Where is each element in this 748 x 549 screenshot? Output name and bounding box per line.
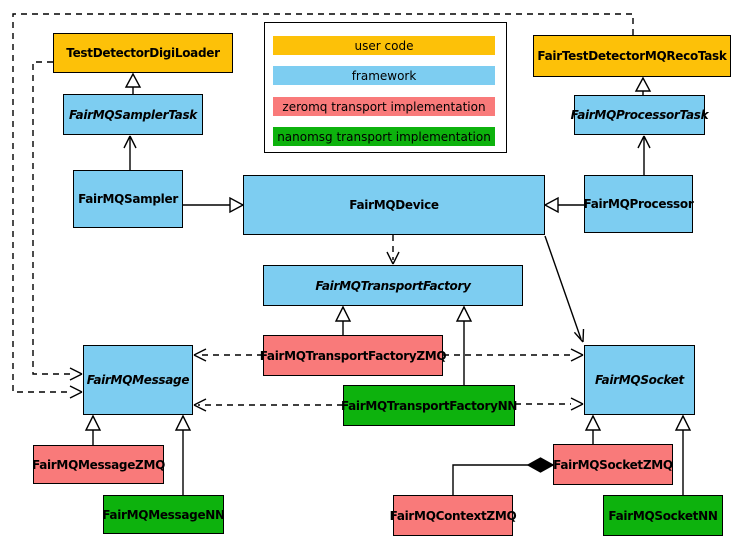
node-fairmqmessage: FairMQMessage xyxy=(83,345,193,415)
edge-recotask-to-message-dependency xyxy=(12,13,634,399)
edge-tfzmq-to-message-dependency xyxy=(193,348,263,362)
edge-tfnn-transportfactory-generalization xyxy=(455,305,473,385)
node-fairmqmessagezmq: FairMQMessageZMQ xyxy=(32,445,165,484)
node-fairmqtransportfactorynn: FairMQTransportFactoryNN xyxy=(341,385,517,426)
edge-socketnn-socket-generalization xyxy=(674,414,692,495)
edge-tfzmq-to-socket-dependency xyxy=(443,348,584,362)
edge-sampler-device-generalization xyxy=(183,196,245,214)
legend: user code framework zeromq transport imp… xyxy=(264,22,507,153)
node-fairmqsocketzmq: FairMQSocketZMQ xyxy=(553,444,673,485)
edge-tfzmq-transportfactory-generalization xyxy=(334,305,352,335)
edge-messagezmq-message-generalization xyxy=(84,414,102,445)
node-fairmqprocessortask: FairMQProcessorTask xyxy=(571,95,709,135)
edge-digiloader-to-message-dependency xyxy=(32,61,83,381)
legend-item-nanomsg: nanomsg transport implementation xyxy=(273,127,495,146)
node-fairmqsocketnn: FairMQSocketNN xyxy=(603,495,723,536)
legend-label: zeromq transport implementation xyxy=(282,99,486,114)
node-fairmqsocket: FairMQSocket xyxy=(584,345,695,415)
node-fairmqdevice: FairMQDevice xyxy=(243,175,545,235)
legend-item-framework: framework xyxy=(273,66,495,85)
edge-tfnn-to-socket-dependency xyxy=(515,397,584,411)
edge-sampler-to-samplertask xyxy=(123,135,137,170)
node-fairmqsamplertask: FairMQSamplerTask xyxy=(63,94,203,135)
node-fairmqprocessor: FairMQProcessor xyxy=(584,175,694,233)
edge-socketzmq-contextzmq-aggregation xyxy=(452,457,555,495)
node-fairmqtransportfactoryzmq: FairMQTransportFactoryZMQ xyxy=(260,335,447,376)
node-testdetectordigiloader: TestDetectorDigiLoader xyxy=(53,33,233,73)
node-fairtestdetectormqrecotask: FairTestDetectorMQRecoTask xyxy=(533,35,731,77)
edge-device-to-socket xyxy=(544,235,585,343)
edge-samplertask-digiloader-generalization xyxy=(124,72,142,94)
edge-messagenn-message-generalization xyxy=(174,414,192,495)
edge-processortask-recotask-generalization xyxy=(634,76,652,95)
edge-socketzmq-socket-generalization xyxy=(584,414,602,444)
legend-item-zeromq: zeromq transport implementation xyxy=(273,97,495,116)
edge-processor-device-generalization xyxy=(543,196,584,214)
node-fairmqsampler: FairMQSampler xyxy=(73,170,183,228)
node-fairmqcontextzmq: FairMQContextZMQ xyxy=(390,495,517,536)
edge-tfnn-to-message-dependency xyxy=(193,398,343,412)
edge-device-to-transportfactory-dependency xyxy=(386,235,400,265)
edge-processor-to-processortask xyxy=(637,135,651,175)
legend-item-user-code: user code xyxy=(273,36,495,55)
legend-label: user code xyxy=(354,38,414,53)
legend-label: nanomsg transport implementation xyxy=(277,129,491,144)
legend-label: framework xyxy=(351,68,417,83)
node-fairmqtransportfactory: FairMQTransportFactory xyxy=(263,265,523,306)
node-fairmqmessagenn: FairMQMessageNN xyxy=(102,495,225,534)
